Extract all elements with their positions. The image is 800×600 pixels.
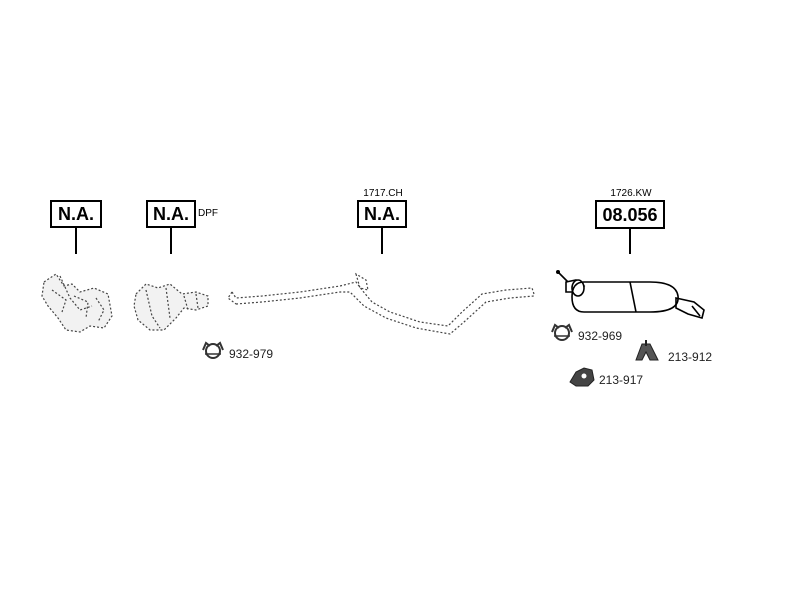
- callout-manifold[interactable]: N.A.: [50, 200, 102, 254]
- callout-center-pipe[interactable]: 1717.CH N.A.: [357, 188, 407, 254]
- callout-top-note: 1726.KW: [610, 188, 652, 199]
- accessory-hanger-213-912[interactable]: 213-912: [635, 340, 712, 364]
- accessory-bracket-213-917[interactable]: 213-917: [569, 367, 643, 387]
- rear-silencer-drawing[interactable]: [556, 270, 705, 319]
- dpf-drawing: [133, 283, 209, 331]
- accessory-clamp-932-979[interactable]: 932-979: [202, 341, 273, 361]
- callout-dpf[interactable]: N.A. DPF: [146, 200, 218, 254]
- manifold-drawing: [41, 273, 113, 333]
- clamp-icon: [202, 341, 224, 359]
- callout-rear-silencer[interactable]: 1726.KW 08.056: [595, 188, 665, 254]
- callout-label: N.A.: [153, 204, 189, 224]
- clamp-icon: [551, 323, 573, 341]
- center-pipe-drawing: [227, 272, 535, 335]
- accessory-code: 213-917: [599, 373, 643, 387]
- callout-label: N.A.: [364, 204, 400, 224]
- mounting-bracket-icon: [569, 367, 595, 387]
- rubber-hanger-icon: [635, 340, 659, 361]
- accessory-code: 932-969: [578, 329, 622, 343]
- callout-top-note: 1717.CH: [363, 188, 402, 199]
- callout-label: 08.056: [602, 205, 657, 225]
- accessory-code: 213-912: [668, 350, 712, 364]
- callout-note: DPF: [198, 208, 218, 219]
- accessory-code: 932-979: [229, 347, 273, 361]
- accessory-clamp-932-969[interactable]: 932-969: [551, 323, 622, 343]
- callout-label: N.A.: [58, 204, 94, 224]
